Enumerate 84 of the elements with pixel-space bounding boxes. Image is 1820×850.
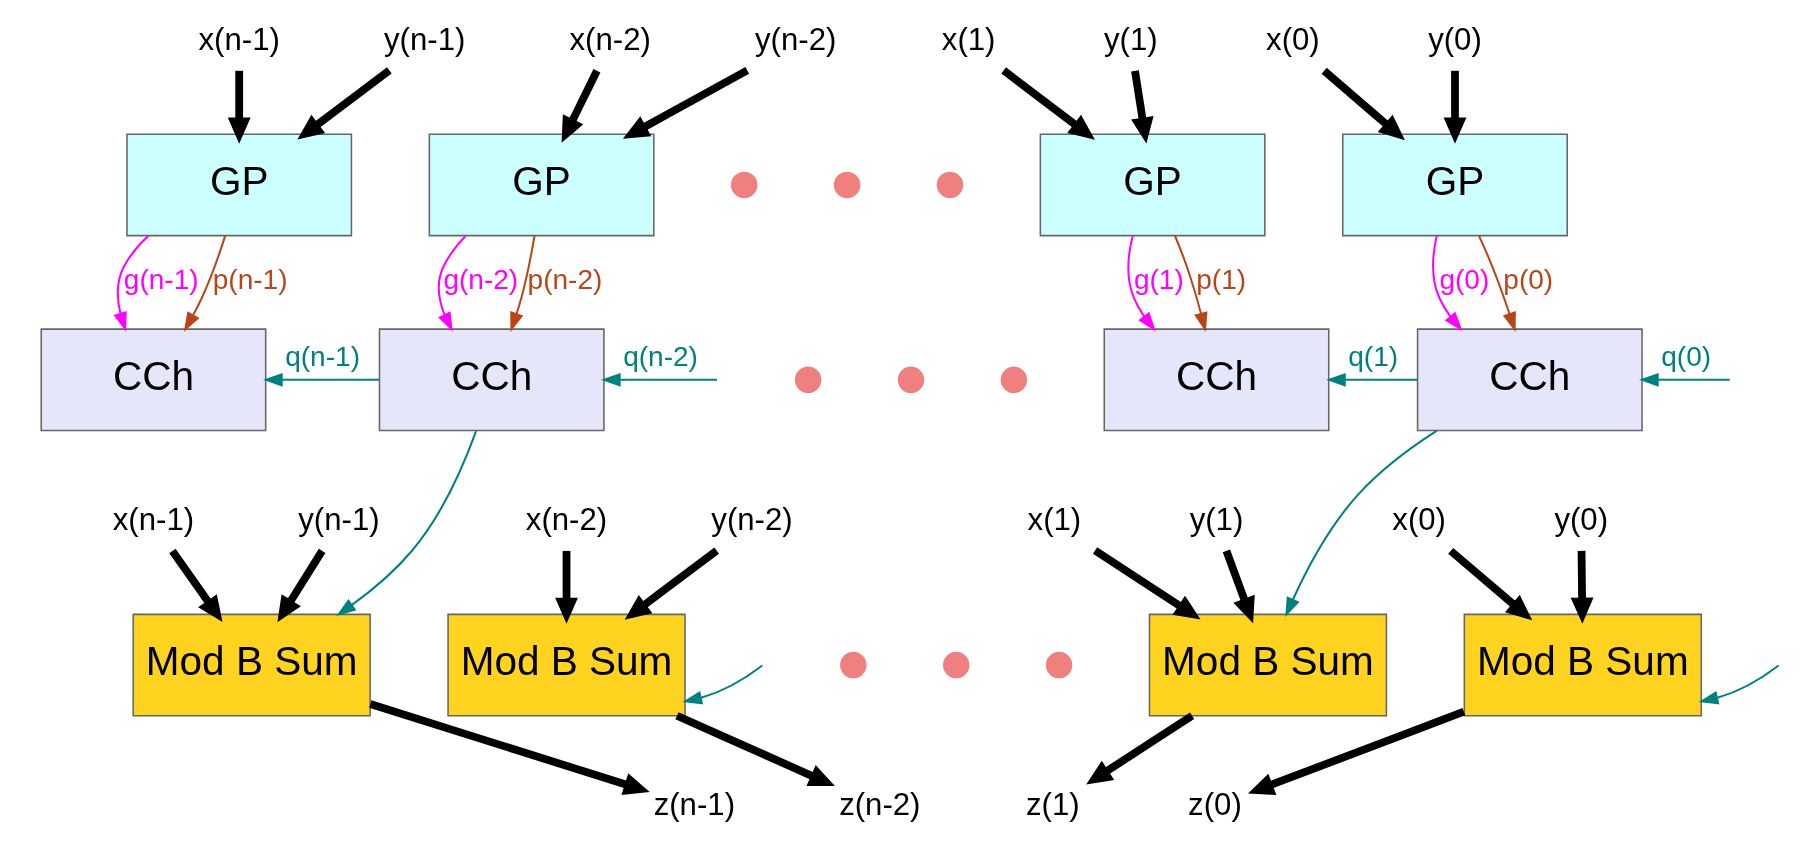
node-text: y(0) [1427,22,1482,58]
arrow [368,700,650,796]
arrow [168,548,222,622]
node-circle [1045,651,1072,679]
arrow [600,372,717,387]
node-circle [833,171,860,199]
node-text: z(n-1) [653,787,735,823]
arrow [296,67,392,140]
arrow [1477,235,1516,332]
arrow [262,372,379,387]
arrow [183,235,226,332]
node-text: x(n-2) [525,502,607,538]
edge-label: p(0) [1502,264,1553,296]
arrow [1247,708,1465,795]
arrow [113,235,149,332]
arrow [1638,372,1730,387]
node-box: Mod B Sum [131,613,371,717]
node-text: x(n-1) [198,22,280,58]
node-text: z(0) [1187,787,1242,823]
node-box: CCh [1103,328,1329,432]
arrow [1085,712,1194,785]
node-text: x(0) [1391,502,1446,538]
edge-label: q(n-1) [284,341,360,373]
node-text: y(n-2) [710,502,793,538]
node-box: Mod B Sum [1148,613,1387,717]
node-box: GP [1341,133,1568,237]
node-text: x(n-2) [568,22,651,58]
arrow [624,547,719,620]
arrow [1325,372,1417,387]
node-box: GP [125,133,352,237]
node-box: CCh [39,328,266,432]
arrow [276,548,325,623]
node-text: z(1) [1025,787,1080,823]
node-text: x(1) [1027,502,1081,538]
node-text: y(0) [1553,502,1608,538]
node-box: CCh [378,328,605,432]
node-text: x(0) [1265,22,1320,58]
edge-label: q(1) [1347,341,1398,373]
edge-label: p(n-1) [212,264,288,296]
arrow [1321,67,1405,141]
node-text: y(1) [1189,502,1243,538]
node-text: y(1) [1103,22,1158,58]
arrow [622,67,749,139]
node-text: z(n-2) [838,787,920,823]
arrow [561,69,600,143]
arrow [1698,664,1779,705]
edge-label: g(n-1) [123,264,199,296]
arrow [1000,67,1095,140]
node-circle [1000,366,1027,394]
arrow [1431,235,1463,332]
node-text: x(1) [941,22,996,58]
arrow [437,235,466,332]
node-circle [897,366,924,394]
node-box: GP [1039,133,1266,237]
arrow [1126,235,1156,332]
edge-label: q(n-2) [622,341,698,373]
arrow [681,664,763,705]
node-text: x(n-1) [112,502,194,538]
edge-label: p(n-2) [527,264,602,296]
node-circle [839,651,867,679]
node-circle [936,171,963,199]
arrow [335,430,477,616]
arrow [1092,547,1201,620]
arrow [1447,547,1532,621]
node-box: Mod B Sum [446,613,686,717]
node-text: y(n-1) [297,502,380,538]
edge-label: g(1) [1133,264,1184,296]
node-box: GP [428,133,655,237]
edge-label: q(0) [1660,341,1711,373]
node-circle [730,171,757,199]
node-text: y(n-2) [754,22,836,58]
node-box: Mod B Sum [1463,613,1702,717]
node-circle [794,366,821,394]
edge-label: g(n-2) [442,264,518,296]
arrow [509,235,536,332]
node-circle [942,651,969,679]
arrow [1284,429,1438,618]
edge-label: g(0) [1438,264,1489,296]
node-box: CCh [1416,328,1643,432]
edge-label: p(1) [1195,264,1246,296]
arrow [674,712,835,787]
node-text: y(n-1) [383,22,465,58]
arrow [1173,235,1207,332]
arrow [1222,549,1255,624]
